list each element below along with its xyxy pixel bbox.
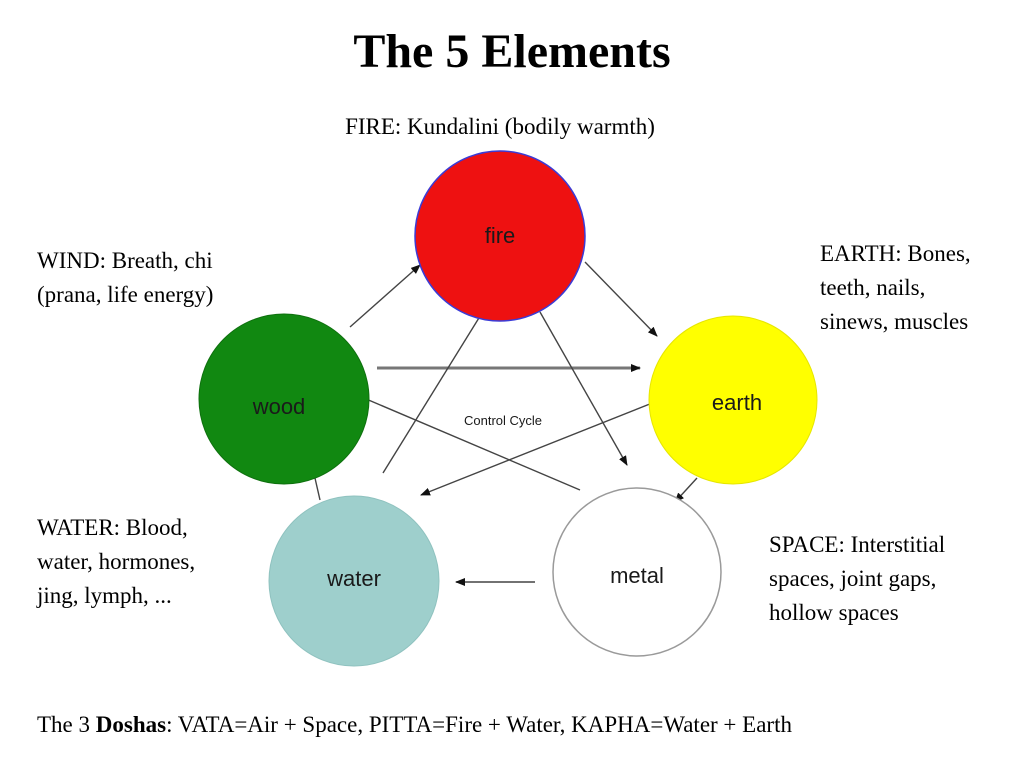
earth-node: earth	[648, 315, 818, 485]
earth-caption-line: sinews, muscles	[820, 309, 969, 334]
wood-label: wood	[252, 394, 306, 419]
water-caption-line: WATER: Blood,	[37, 515, 188, 540]
wood-circle	[198, 313, 370, 485]
arrow-fire-to-earth	[584, 261, 658, 337]
footer-definitions: : VATA=Air + Space, PITTA=Fire + Water, …	[166, 712, 792, 737]
metal-circle	[552, 487, 722, 657]
wind-caption: WIND: Breath, chi (prana, life energy)	[37, 244, 213, 312]
space-caption-line: SPACE: Interstitial	[769, 532, 946, 557]
footer-bold-term: Doshas	[95, 712, 167, 737]
arrow-water-to-fire	[382, 291, 496, 474]
wood-node: wood	[198, 313, 370, 485]
doshas-footer: The 3 Doshas: VATA=Air + Space, PITTA=Fi…	[37, 712, 792, 738]
space-caption-line: spaces, joint gaps,	[769, 566, 937, 591]
arrow-earth-to-metal	[674, 477, 698, 503]
arrow-fire-to-metal	[539, 311, 628, 466]
fire-label: fire	[485, 223, 516, 248]
water-node: water	[268, 495, 440, 667]
arrow-metal-to-wood	[344, 389, 581, 491]
footer-prefix: The 3	[37, 712, 96, 737]
water-circle	[268, 495, 440, 667]
water-caption-line: water, hormones,	[37, 549, 196, 574]
wind-caption-line: WIND: Breath, chi	[37, 248, 213, 273]
arrow-wood-to-fire	[349, 264, 421, 328]
slide-title: The 5 Elements	[353, 25, 671, 78]
water-caption-line: jing, lymph, ...	[37, 583, 172, 608]
earth-circle	[648, 315, 818, 485]
earth-caption: EARTH: Bones, teeth, nails, sinews, musc…	[820, 237, 971, 339]
fire-caption: FIRE: Kundalini (bodily warmth)	[0, 110, 1000, 144]
earth-caption-line: teeth, nails,	[820, 275, 926, 300]
space-caption: SPACE: Interstitial spaces, joint gaps, …	[769, 528, 945, 630]
fire-circle	[414, 150, 586, 322]
arrow-earth-to-water	[420, 391, 681, 496]
fire-node: fire	[414, 150, 586, 322]
water-label: water	[326, 566, 381, 591]
fire-caption-line: FIRE: Kundalini (bodily warmth)	[345, 114, 655, 139]
earth-label: earth	[712, 390, 762, 415]
wind-caption-line: (prana, life energy)	[37, 282, 214, 307]
water-caption: WATER: Blood, water, hormones, jing, lym…	[37, 511, 195, 613]
space-caption-line: hollow spaces	[769, 600, 899, 625]
control-cycle-label: Control Cycle	[464, 413, 542, 428]
metal-node: metal	[552, 487, 722, 657]
metal-label: metal	[610, 563, 664, 588]
arrows	[310, 261, 698, 586]
earth-caption-line: EARTH: Bones,	[820, 241, 971, 266]
